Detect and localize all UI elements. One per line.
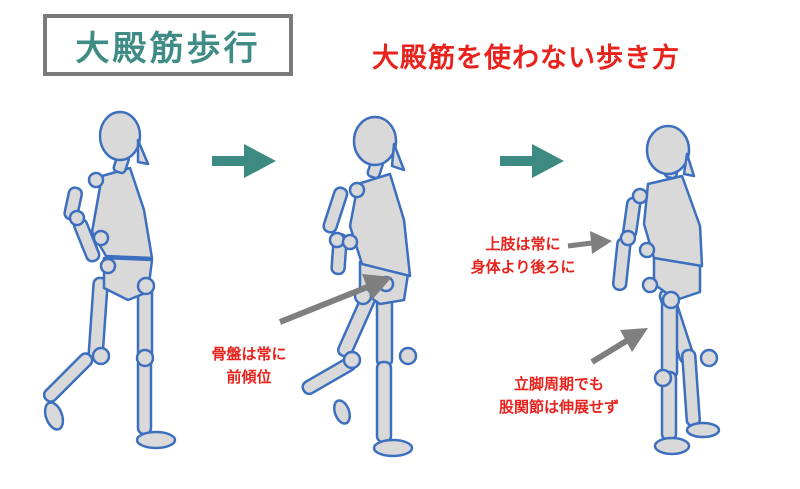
annotation-hip: 立脚周期でも 股関節は伸展せず [498, 373, 620, 419]
flow-arrow-icon [212, 144, 276, 178]
pointer-arrow-icon [278, 274, 392, 325]
pointer-arrow-icon [590, 328, 648, 365]
annotation-pelvis-line1: 骨盤は常に [211, 345, 287, 363]
annotation-hip-line1: 立脚周期でも [513, 375, 604, 393]
figure-normal-gait [42, 110, 177, 450]
annotation-pelvis-line2: 前傾位 [226, 368, 272, 386]
annotation-pelvis: 骨盤は常に 前傾位 [205, 343, 293, 389]
pointer-arrow-icon [567, 231, 612, 254]
figure-hip-flexed [611, 124, 721, 456]
annotation-arm-line1: 上肢は常に [485, 235, 561, 253]
annotation-arm-line2: 身体より後ろに [470, 258, 576, 276]
flow-arrow-icon [500, 144, 564, 178]
title-box: 大殿筋歩行 [43, 14, 293, 76]
page-subtitle: 大殿筋を使わない歩き方 [372, 43, 680, 74]
annotation-arm: 上肢は常に 身体より後ろに [458, 233, 588, 279]
page-title: 大殿筋歩行 [75, 28, 261, 69]
annotation-hip-line2: 股関節は伸展せず [498, 398, 619, 416]
figure-pelvis-tilt [301, 115, 418, 458]
